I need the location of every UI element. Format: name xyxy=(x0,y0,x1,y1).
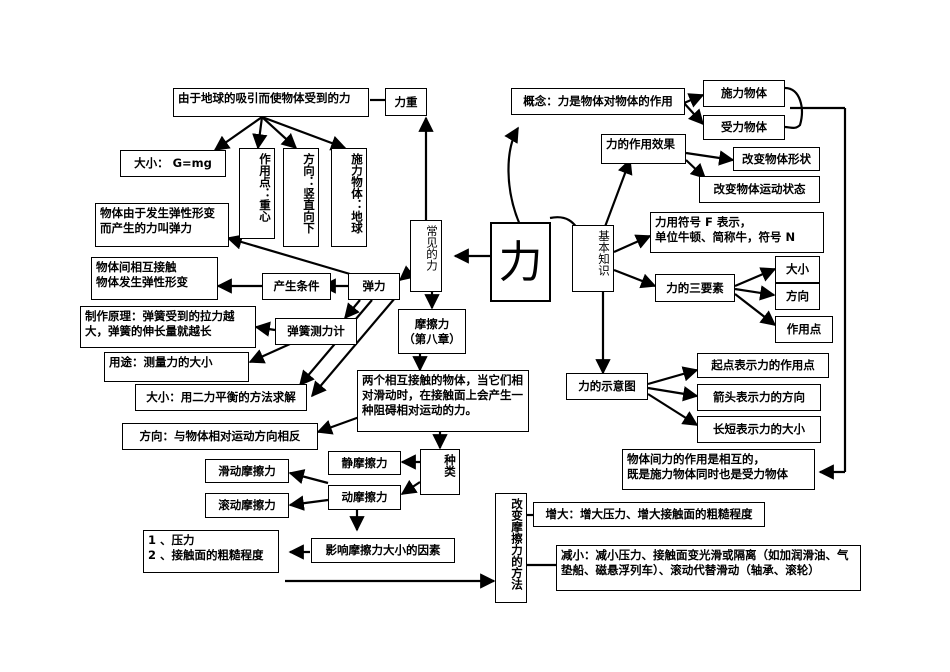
element-size: 大小 xyxy=(775,256,820,283)
decrease-friction: 减小：减小压力、接触面变光滑或隔离（如加润滑油、气垫船、磁悬浮列车）、滚动代替滑… xyxy=(556,545,861,591)
three-elements: 力的三要素 xyxy=(655,274,735,302)
force-effect: 力的作用效果 xyxy=(601,134,686,164)
basic-knowledge-box: 基本知识 xyxy=(572,225,614,292)
gravity-direction: 方向：竖直向下 xyxy=(283,148,319,247)
diagram-length: 长短表示力的大小 xyxy=(697,416,821,443)
elastic-conditions: 物体间相互接触 物体发生弹性形变 xyxy=(91,257,218,300)
elastic-title: 弹力 xyxy=(348,273,400,300)
gravity-size: 大小： G=mg xyxy=(120,150,226,177)
effect-change-shape: 改变物体形状 xyxy=(733,147,820,171)
increase-friction: 增大：增大压力、增大接触面的粗糙程度 xyxy=(533,502,765,527)
friction-kinds: 种类 xyxy=(420,449,460,495)
change-friction-methods: 改变摩擦力的方法 xyxy=(495,493,527,603)
friction-direction: 方向：与物体相对运动方向相反 xyxy=(122,423,318,450)
sliding-friction: 滑动摩擦力 xyxy=(205,459,289,483)
gravity-giver: 施力物体：地球 xyxy=(331,148,367,247)
gravity-definition: 由于地球的吸引而使物体受到的力 xyxy=(173,88,369,117)
diagram-start-point: 起点表示力的作用点 xyxy=(697,353,829,378)
common-forces-box: 常见的力 xyxy=(410,220,442,292)
spring-principle: 制作原理：弹簧受到的拉力越大，弹簧的伸长量就越长 xyxy=(80,306,256,348)
center-force-box: 力 xyxy=(490,222,551,302)
diagram-arrow: 箭头表示力的方向 xyxy=(697,384,821,411)
force-symbol-unit: 力用符号 F 表示， 单位牛顿、简称牛，符号 N xyxy=(650,212,824,253)
element-direction: 方向 xyxy=(775,283,820,310)
effect-change-motion: 改变物体运动状态 xyxy=(699,176,820,203)
dynamic-friction: 动摩擦力 xyxy=(328,485,401,510)
friction-factors-title: 影响摩擦力大小的因素 xyxy=(311,538,455,563)
elastic-size: 大小：用二力平衡的方法求解 xyxy=(135,384,307,411)
rolling-friction: 滚动摩擦力 xyxy=(205,493,289,518)
force-diagram: 力的示意图 xyxy=(566,373,648,400)
gravity-point: 作用点：重心 xyxy=(239,148,275,239)
mutual-force: 物体间力的作用是相互的， 既是施力物体同时也是受力物体 xyxy=(622,449,815,490)
spring-meter: 弹簧测力计 xyxy=(275,318,357,345)
spring-use: 用途：测量力的大小 xyxy=(104,352,249,382)
element-point: 作用点 xyxy=(775,316,833,343)
giver-object: 施力物体 xyxy=(703,80,785,107)
elastic-definition: 物体由于发生弹性形变而产生的力叫弹力 xyxy=(95,203,229,247)
static-friction: 静摩擦力 xyxy=(328,451,401,475)
receiver-object: 受力物体 xyxy=(703,115,785,140)
elastic-condition-title: 产生条件 xyxy=(262,273,331,300)
friction-factors: 1 、压力 2 、接触面的粗糙程度 xyxy=(143,530,279,573)
gravity-title: 力重 xyxy=(385,88,427,116)
friction-title: 摩擦力 （第八章） xyxy=(398,309,466,354)
force-concept: 概念：力是物体对物体的作用 xyxy=(511,88,685,115)
friction-definition: 两个相互接触的物体，当它们相对滑动时，在接触面上会产生一种阻碍相对运动的力。 xyxy=(357,370,529,432)
